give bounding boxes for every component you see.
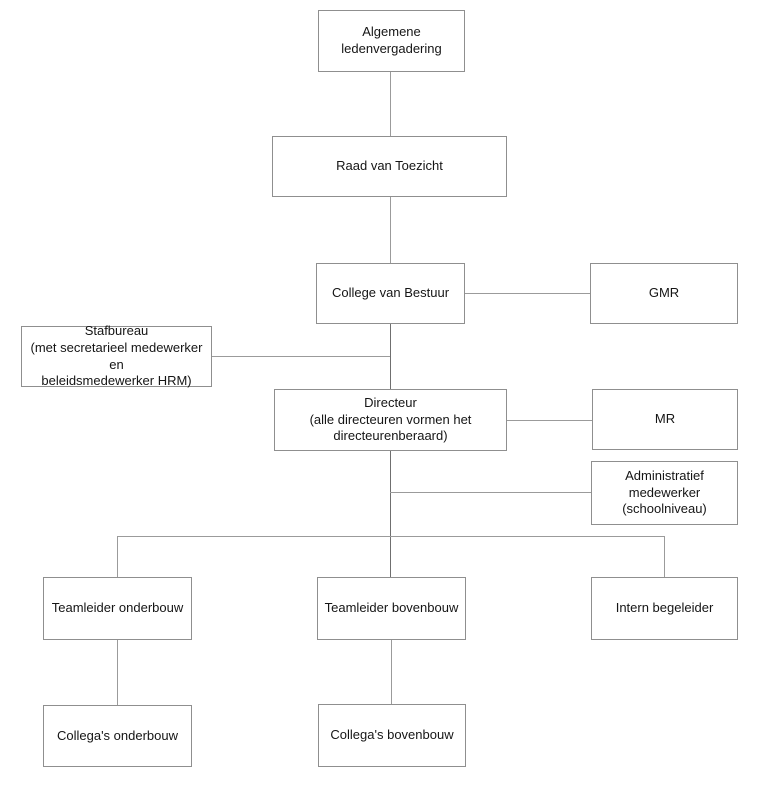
org-node-intern-begeleider: Intern begeleider — [591, 577, 738, 640]
org-node-label: Algemene ledenvergadering — [341, 24, 442, 56]
connector-line-vertical — [391, 640, 392, 704]
org-node-collegas-onderbouw: Collega's onderbouw — [43, 705, 192, 767]
org-node-directeur: Directeur (alle directeuren vormen het d… — [274, 389, 507, 451]
org-node-teamleider-onderbouw: Teamleider onderbouw — [43, 577, 192, 640]
org-node-label: Teamleider bovenbouw — [324, 600, 459, 616]
org-node-label: College van Bestuur — [331, 285, 450, 301]
org-node-administratief-medewerker: Administratief medewerker (schoolniveau) — [591, 461, 738, 525]
connector-line-vertical — [390, 451, 391, 577]
org-node-college-van-bestuur: College van Bestuur — [316, 263, 465, 324]
connector-line-horizontal — [117, 536, 665, 537]
connector-line-horizontal — [507, 420, 592, 421]
org-node-label: Collega's bovenbouw — [330, 727, 454, 743]
connector-line-vertical — [664, 536, 665, 577]
org-node-label: Raad van Toezicht — [336, 158, 443, 174]
org-node-gmr: GMR — [590, 263, 738, 324]
connector-line-vertical — [390, 72, 391, 136]
org-node-label: Administratief medewerker (schoolniveau) — [622, 468, 707, 517]
org-node-teamleider-bovenbouw: Teamleider bovenbouw — [317, 577, 466, 640]
org-node-label: Stafbureau (met secretarieel medewerker … — [30, 323, 203, 389]
org-node-label: Intern begeleider — [615, 600, 714, 616]
org-node-raad-van-toezicht: Raad van Toezicht — [272, 136, 507, 197]
connector-line-vertical — [390, 324, 391, 389]
connector-line-horizontal — [212, 356, 390, 357]
org-node-mr: MR — [592, 389, 738, 450]
org-node-stafbureau: Stafbureau (met secretarieel medewerker … — [21, 323, 212, 389]
org-node-label: GMR — [648, 285, 680, 301]
connector-line-horizontal — [390, 492, 591, 493]
org-node-label: MR — [654, 411, 676, 427]
org-node-label: Teamleider onderbouw — [51, 600, 184, 616]
org-node-label: Directeur (alle directeuren vormen het d… — [309, 395, 472, 444]
org-node-algemene-ledenvergadering: Algemene ledenvergadering — [318, 10, 465, 72]
org-node-collegas-bovenbouw: Collega's bovenbouw — [318, 704, 466, 767]
connector-line-vertical — [117, 640, 118, 705]
connector-line-vertical — [117, 536, 118, 577]
connector-line-vertical — [390, 197, 391, 263]
org-node-label: Collega's onderbouw — [56, 727, 178, 743]
connector-line-horizontal — [465, 293, 590, 294]
